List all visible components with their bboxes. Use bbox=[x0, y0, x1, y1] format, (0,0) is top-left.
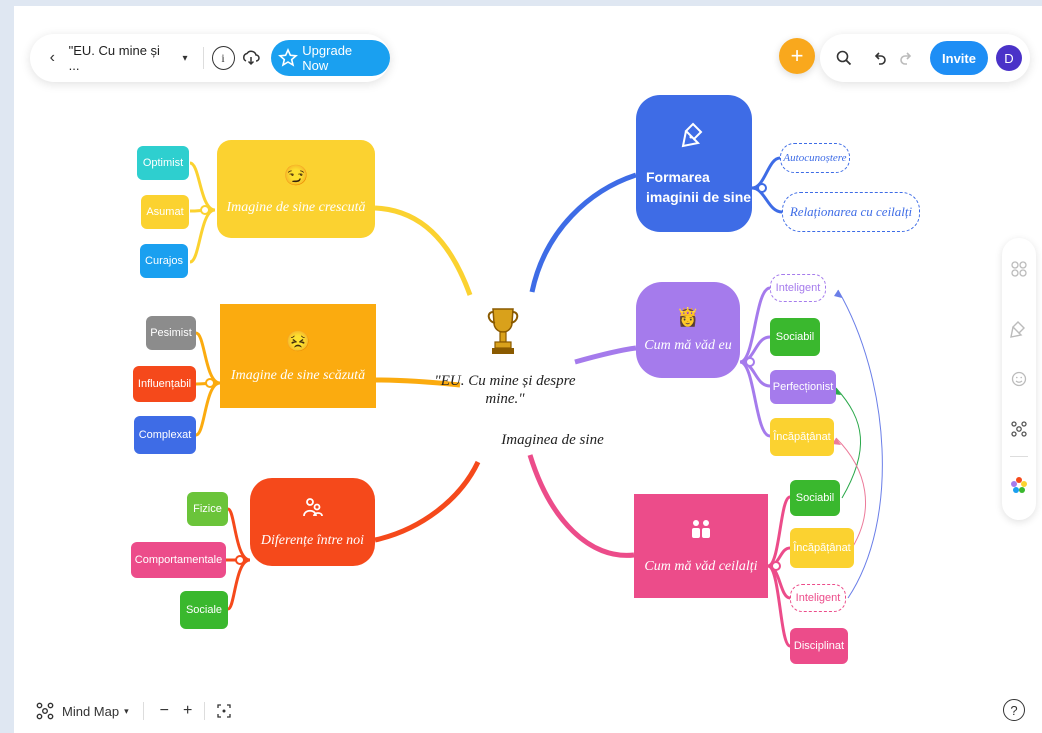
central-trophy-icon bbox=[486, 305, 520, 357]
leaf-comportamentale[interactable]: Comportamentale bbox=[131, 542, 226, 578]
chevron-down-icon[interactable]: ▾ bbox=[182, 52, 188, 64]
node-imagine-crescuta-label: Imagine de sine crescută bbox=[226, 199, 366, 215]
bottom-divider bbox=[142, 702, 144, 720]
back-chevron-icon[interactable]: ‹ bbox=[49, 49, 55, 66]
central-title[interactable]: "EU. Cu mine și despre mine." bbox=[434, 373, 576, 407]
people-pair-icon bbox=[689, 518, 713, 545]
people-outline-icon bbox=[302, 496, 324, 523]
leaf-asumat[interactable]: Asumat bbox=[141, 195, 189, 229]
upgrade-now-label: Upgrade Now bbox=[302, 43, 353, 73]
top-left-toolbar: ‹ "EU. Cu mine și ... ▾ i Upgrade Now bbox=[30, 34, 390, 82]
queen-emoji-icon: 👸 bbox=[676, 306, 700, 327]
info-icon[interactable]: i bbox=[211, 46, 235, 70]
fit-screen-icon[interactable] bbox=[217, 704, 231, 718]
right-side-panel bbox=[1002, 238, 1036, 520]
node-imagine-scazuta-label: Imagine de sine scăzută bbox=[230, 367, 366, 383]
leaf-eu-sociabil[interactable]: Sociabil bbox=[770, 318, 820, 356]
help-icon[interactable]: ? bbox=[1003, 699, 1025, 721]
redo-icon[interactable] bbox=[894, 50, 916, 66]
avatar[interactable]: D bbox=[996, 45, 1022, 71]
node-formarea[interactable]: Formarea imaginii de sine bbox=[636, 95, 752, 232]
smirk-face-icon: 😏 bbox=[283, 164, 309, 187]
invite-button[interactable]: Invite bbox=[930, 41, 988, 75]
add-node-button[interactable]: + bbox=[779, 38, 815, 74]
cloud-sync-icon[interactable] bbox=[239, 49, 264, 67]
toolbar-divider bbox=[202, 47, 204, 69]
tired-face-icon: 😣 bbox=[285, 330, 311, 353]
style-brush-icon[interactable] bbox=[1002, 314, 1036, 344]
zoom-out-button[interactable]: − bbox=[159, 702, 169, 719]
view-mode-label[interactable]: Mind Map bbox=[62, 703, 120, 719]
node-formarea-label-1: Formarea bbox=[646, 169, 710, 185]
sticker-face-icon[interactable] bbox=[1002, 364, 1036, 394]
undo-icon[interactable] bbox=[868, 50, 894, 66]
leaf-eu-inteligent[interactable]: Inteligent bbox=[770, 274, 826, 302]
structure-icon[interactable] bbox=[1002, 414, 1036, 444]
leaf-autocunostere[interactable]: Autocunoștere bbox=[780, 143, 850, 173]
leaf-eu-perfectionist[interactable]: Perfecționist bbox=[770, 370, 836, 404]
leaf-sociale[interactable]: Sociale bbox=[180, 591, 228, 629]
central-subtitle[interactable]: Imaginea de sine bbox=[501, 432, 604, 448]
leaf-ceilalti-sociabil[interactable]: Sociabil bbox=[790, 480, 840, 516]
window-top-edge bbox=[0, 0, 1042, 6]
upgrade-now-button[interactable]: Upgrade Now bbox=[271, 40, 390, 76]
bottom-toolbar: Mind Map ▾ − + bbox=[34, 696, 254, 726]
leaf-optimist[interactable]: Optimist bbox=[137, 146, 189, 180]
window-left-edge bbox=[0, 0, 14, 733]
node-imagine-crescuta[interactable]: 😏 Imagine de sine crescută bbox=[217, 140, 375, 238]
document-title[interactable]: "EU. Cu mine și ... bbox=[68, 43, 160, 73]
zoom-in-button[interactable]: + bbox=[182, 702, 193, 719]
color-palette-icon[interactable] bbox=[1002, 470, 1036, 500]
star-icon bbox=[277, 47, 298, 69]
leaf-complexat[interactable]: Complexat bbox=[134, 416, 196, 454]
leaf-ceilalti-inteligent[interactable]: Inteligent bbox=[790, 584, 846, 612]
leaf-fizice[interactable]: Fizice bbox=[187, 492, 228, 526]
node-diferente[interactable]: Diferențe între noi bbox=[250, 478, 375, 566]
leaf-ceilalti-disciplinat[interactable]: Disciplinat bbox=[790, 628, 848, 664]
leaf-eu-incapatanat[interactable]: Încăpățânat bbox=[770, 418, 834, 456]
leaf-pesimist[interactable]: Pesimist bbox=[146, 316, 196, 350]
node-diferente-label: Diferențe între noi bbox=[260, 532, 365, 548]
mindmap-structure-icon[interactable] bbox=[34, 700, 56, 722]
bottom-divider-2 bbox=[204, 702, 206, 720]
view-mode-chevron-icon[interactable]: ▾ bbox=[124, 705, 129, 716]
node-formarea-label-2: imaginii de sine bbox=[646, 189, 752, 205]
leaf-influentabil[interactable]: Influențabil bbox=[133, 366, 196, 402]
leaf-relationarea[interactable]: Relaționarea cu ceilalți bbox=[782, 192, 920, 232]
node-cum-eu[interactable]: 👸 Cum mă văd eu bbox=[636, 282, 740, 378]
node-cum-ceilalti-label: Cum mă văd ceilalți bbox=[644, 558, 758, 574]
template-grid-icon[interactable] bbox=[1002, 254, 1036, 284]
paint-brush-icon bbox=[681, 122, 707, 151]
leaf-curajos[interactable]: Curajos bbox=[140, 244, 188, 278]
node-cum-ceilalti[interactable]: Cum mă văd ceilalți bbox=[634, 494, 768, 598]
side-panel-divider bbox=[1010, 456, 1028, 457]
leaf-ceilalti-incapatanat[interactable]: Încăpățânat bbox=[790, 528, 854, 568]
top-right-toolbar: Invite D bbox=[820, 34, 1030, 82]
search-icon[interactable] bbox=[826, 50, 862, 66]
node-imagine-scazuta[interactable]: 😣 Imagine de sine scăzută bbox=[220, 304, 376, 408]
node-cum-eu-label: Cum mă văd eu bbox=[644, 337, 732, 353]
